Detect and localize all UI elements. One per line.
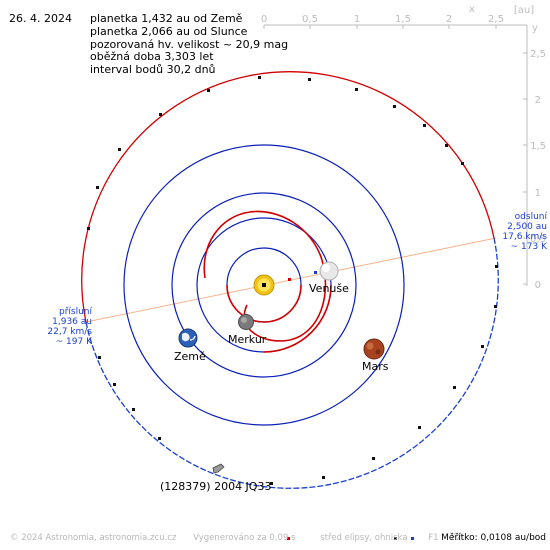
info-line-interval: interval bodů 30,2 dnů [90,63,216,76]
aphelion-title: odsluní [514,212,547,222]
mercury-planet [238,314,254,330]
f1-legend-text: F1 [428,533,439,543]
asteroid-label: (128379) 2004 JQ33 [160,480,271,493]
aphelion-distance: 2,500 au [507,222,547,232]
y-axis-label: y [532,23,538,34]
y-tick-label: 1,5 [530,141,546,152]
f1-legend-marker [394,537,397,540]
venus-label: Venuše [309,282,349,295]
f2-legend-marker [411,537,414,540]
asteroid-orbit-red [81,71,495,323]
perihelion-label: přísluní 1,936 au 22,7 km/s ~ 197 K [42,307,92,347]
mercury-orbit-red-arc [226,284,302,323]
f2-legend-text: F2 [451,533,462,543]
perihelion-title: přísluní [58,307,92,317]
mars-label: Mars [362,360,389,373]
planet-labels: Venuše Merkur Země Mars (128379) 2004 JQ… [160,282,389,493]
aphelion-temp: ~ 173 K [510,242,547,252]
info-line-distance-sun: planetka 2,066 au od Slunce [90,25,248,38]
x-axis-label: x [469,4,475,15]
date-label: 26. 4. 2024 [9,12,72,25]
center-legend-text: střed elipsy, ohniska [320,533,408,543]
info-line-magnitude: pozorovaná hv. velikost ~ 20,9 mag [90,38,289,51]
axis-frame [263,24,528,286]
asteroid-marker [212,463,225,474]
x-tick-label: 0 [261,14,267,25]
x-tick-label: 2 [446,14,452,25]
perihelion-distance: 1,936 au [52,317,92,327]
generation-time: Vygenerováno za 0,09 s [193,533,296,543]
perihelion-speed: 22,7 km/s [47,327,92,337]
copyright-link[interactable]: © 2024 Astronomia, astronomia.zcu.cz [10,533,177,543]
earth-orbit [171,192,357,378]
scale-label: Měřítko: 0,0108 au/bod [441,533,546,543]
mars-orbit [123,144,405,426]
axis-tick-labels: 0 0,5 1 1,5 2 2,5 x [au] y 2,5 2 1,5 1 0… [261,4,546,291]
y-tick-label: 1 [535,188,541,199]
orbit-point-markers [87,76,498,485]
center-legend-marker [287,537,290,540]
y-tick-label: 2,5 [530,49,546,60]
ellipse-center-marker [288,278,291,281]
aphelion-speed: 17,6 km/s [502,232,547,242]
inner-red-loop [203,210,327,342]
x-tick-label: 2,5 [488,14,504,25]
y-tick-label: 0,5 [530,234,546,245]
x-tick-label: 1,5 [395,14,411,25]
x-tick-label: 1 [354,14,360,25]
x-tick-label: 0,5 [302,14,318,25]
mercury-label: Merkur [228,333,267,346]
info-line-distance-earth: planetka 1,432 au od Země [90,12,243,25]
footer-bar: © 2024 Astronomia, astronomia.zcu.cz Vyg… [10,533,476,543]
venus-red-arc [263,284,332,353]
mars-planet [363,338,385,360]
asteroid-orbit-blue [85,237,499,489]
unit-label: [au] [514,5,534,16]
y-tick-label: 2 [535,95,541,106]
aphelion-label: odsluní 2,500 au 17,6 km/s ~ 173 K [502,212,547,252]
info-line-period: oběžná doba 3,303 let [90,50,214,63]
perihelion-temp: ~ 197 K [55,337,92,347]
venus-planet [319,261,339,281]
earth-planet [178,328,198,348]
y-tick-label: 0 [535,280,541,291]
earth-label: Země [174,350,206,363]
focus-f2-marker [314,271,317,274]
sun [253,274,275,296]
